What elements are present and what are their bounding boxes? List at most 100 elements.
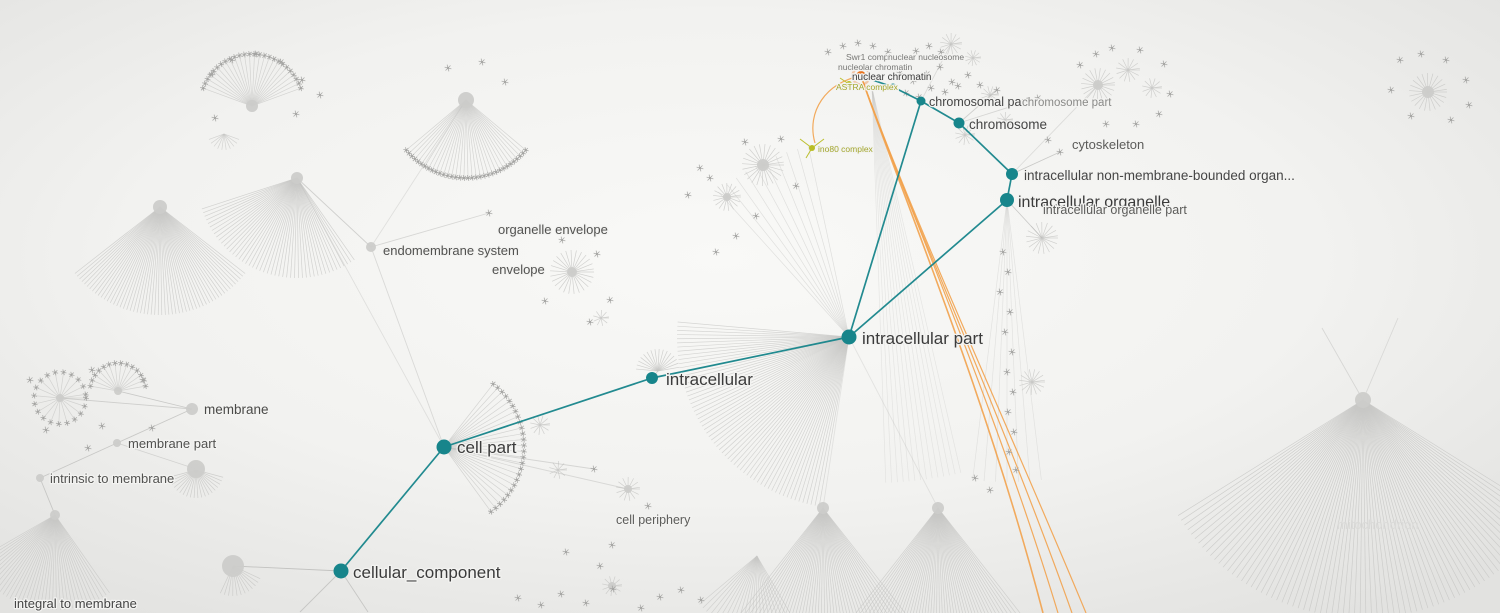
collapsed-node[interactable] xyxy=(608,541,616,549)
label-intracellular-non-membrane-bounded-organ[interactable]: intracellular non-membrane-bounded organ… xyxy=(1023,167,1296,185)
collapsed-node[interactable] xyxy=(481,172,488,179)
collapsed-node[interactable] xyxy=(741,138,749,146)
collapsed-node[interactable] xyxy=(84,444,92,452)
label-intracellular-organelle-part[interactable]: intracellular organelle part xyxy=(1042,202,1189,219)
collapsed-node[interactable] xyxy=(515,413,522,420)
collapsed-node[interactable] xyxy=(501,496,508,503)
collapsed-node[interactable] xyxy=(202,80,209,87)
collapsed-node[interactable] xyxy=(792,182,800,190)
collapsed-node[interactable] xyxy=(1001,328,1009,336)
label-envelope[interactable]: envelope xyxy=(491,261,546,279)
collapsed-node[interactable] xyxy=(912,47,920,55)
collapsed-node[interactable] xyxy=(996,288,1004,296)
collapsed-node[interactable] xyxy=(1160,60,1168,68)
collapsed-node[interactable] xyxy=(644,502,652,510)
collapsed-node[interactable] xyxy=(82,394,90,402)
collapsed-node[interactable] xyxy=(582,599,590,607)
label-organelle-envelope[interactable]: organelle envelope xyxy=(497,221,609,239)
collapsed-node[interactable] xyxy=(514,155,521,162)
collapsed-node[interactable] xyxy=(684,191,692,199)
label-chromosome[interactable]: chromosome xyxy=(968,116,1049,134)
collapsed-node[interactable] xyxy=(106,361,113,368)
collapsed-node[interactable] xyxy=(1034,94,1042,102)
collapsed-node[interactable] xyxy=(732,232,740,240)
collapsed-node[interactable] xyxy=(261,52,268,59)
collapsed-node[interactable] xyxy=(504,492,511,499)
collapsed-node[interactable] xyxy=(1417,50,1425,58)
collapsed-node[interactable] xyxy=(292,110,300,118)
collapsed-node[interactable] xyxy=(1092,50,1100,58)
collapsed-node[interactable] xyxy=(68,371,75,378)
label-cellular-component[interactable]: cellular_component xyxy=(352,562,502,584)
hub-node[interactable] xyxy=(567,267,577,277)
highlighted-node[interactable] xyxy=(1006,168,1018,180)
hub-node[interactable] xyxy=(1355,392,1371,408)
collapsed-node[interactable] xyxy=(134,367,141,374)
label-nuclear-chromatin[interactable]: nuclear chromatin xyxy=(851,71,933,85)
collapsed-node[interactable] xyxy=(854,39,862,47)
collapsed-node[interactable] xyxy=(1155,110,1163,118)
collapsed-node[interactable] xyxy=(298,76,306,84)
collapsed-node[interactable] xyxy=(518,424,525,431)
collapsed-node[interactable] xyxy=(60,369,67,376)
collapsed-node[interactable] xyxy=(87,383,94,390)
collapsed-node[interactable] xyxy=(948,78,956,86)
label-ino80-complex[interactable]: ino80 complex xyxy=(817,143,875,156)
collapsed-node[interactable] xyxy=(999,248,1007,256)
collapsed-node[interactable] xyxy=(1442,56,1450,64)
collapsed-node[interactable] xyxy=(100,363,107,370)
hub-node[interactable] xyxy=(114,387,122,395)
hub-node[interactable] xyxy=(458,92,474,108)
highlighted-node[interactable] xyxy=(953,117,965,129)
collapsed-node[interactable] xyxy=(941,88,949,96)
collapsed-node[interactable] xyxy=(492,505,499,512)
collapsed-node[interactable] xyxy=(884,48,892,56)
label-cell-part[interactable]: cell part xyxy=(456,437,518,459)
collapsed-node[interactable] xyxy=(590,465,598,473)
collapsed-node[interactable] xyxy=(986,486,994,494)
label-intracellular[interactable]: intracellular xyxy=(665,369,755,391)
collapsed-node[interactable] xyxy=(34,408,41,415)
collapsed-node[interactable] xyxy=(228,56,236,64)
collapsed-node[interactable] xyxy=(1008,348,1016,356)
collapsed-node[interactable] xyxy=(520,150,527,157)
collapsed-node[interactable] xyxy=(1465,101,1473,109)
collapsed-node[interactable] xyxy=(421,163,428,170)
collapsed-node[interactable] xyxy=(869,42,877,50)
label-mitochondrion[interactable]: mitochondrion xyxy=(1337,517,1419,532)
collapsed-node[interactable] xyxy=(513,476,520,483)
collapsed-node[interactable] xyxy=(497,501,504,508)
hub-node[interactable] xyxy=(246,100,258,112)
collapsed-node[interactable] xyxy=(75,376,82,383)
collapsed-node[interactable] xyxy=(444,172,451,179)
collapsed-node[interactable] xyxy=(677,586,685,594)
collapsed-node[interactable] xyxy=(586,318,594,326)
collapsed-node[interactable] xyxy=(246,51,253,58)
collapsed-node[interactable] xyxy=(95,367,102,374)
collapsed-node[interactable] xyxy=(1462,76,1470,84)
collapsed-node[interactable] xyxy=(520,448,527,455)
collapsed-node[interactable] xyxy=(1009,388,1017,396)
collapsed-node[interactable] xyxy=(485,209,493,217)
hub-node[interactable] xyxy=(366,242,376,252)
hub-node[interactable] xyxy=(1093,80,1103,90)
collapsed-node[interactable] xyxy=(31,400,38,407)
collapsed-node[interactable] xyxy=(89,377,96,384)
label-chromosomal-part[interactable]: chromosomal part xyxy=(928,94,1031,111)
collapsed-node[interactable] xyxy=(909,77,917,85)
collapsed-node[interactable] xyxy=(606,296,614,304)
label-chromosome-part[interactable]: chromosome part xyxy=(1021,96,1114,111)
collapsed-node[interactable] xyxy=(200,85,207,92)
collapsed-node[interactable] xyxy=(923,70,931,78)
collapsed-node[interactable] xyxy=(499,388,506,395)
label-integral-to-membrane[interactable]: integral to membrane xyxy=(13,595,138,613)
collapsed-node[interactable] xyxy=(839,42,847,50)
collapsed-node[interactable] xyxy=(541,297,549,305)
collapsed-node[interactable] xyxy=(290,71,297,78)
collapsed-node[interactable] xyxy=(287,67,294,74)
collapsed-node[interactable] xyxy=(896,69,904,77)
collapsed-node[interactable] xyxy=(1136,46,1144,54)
collapsed-node[interactable] xyxy=(502,393,509,400)
